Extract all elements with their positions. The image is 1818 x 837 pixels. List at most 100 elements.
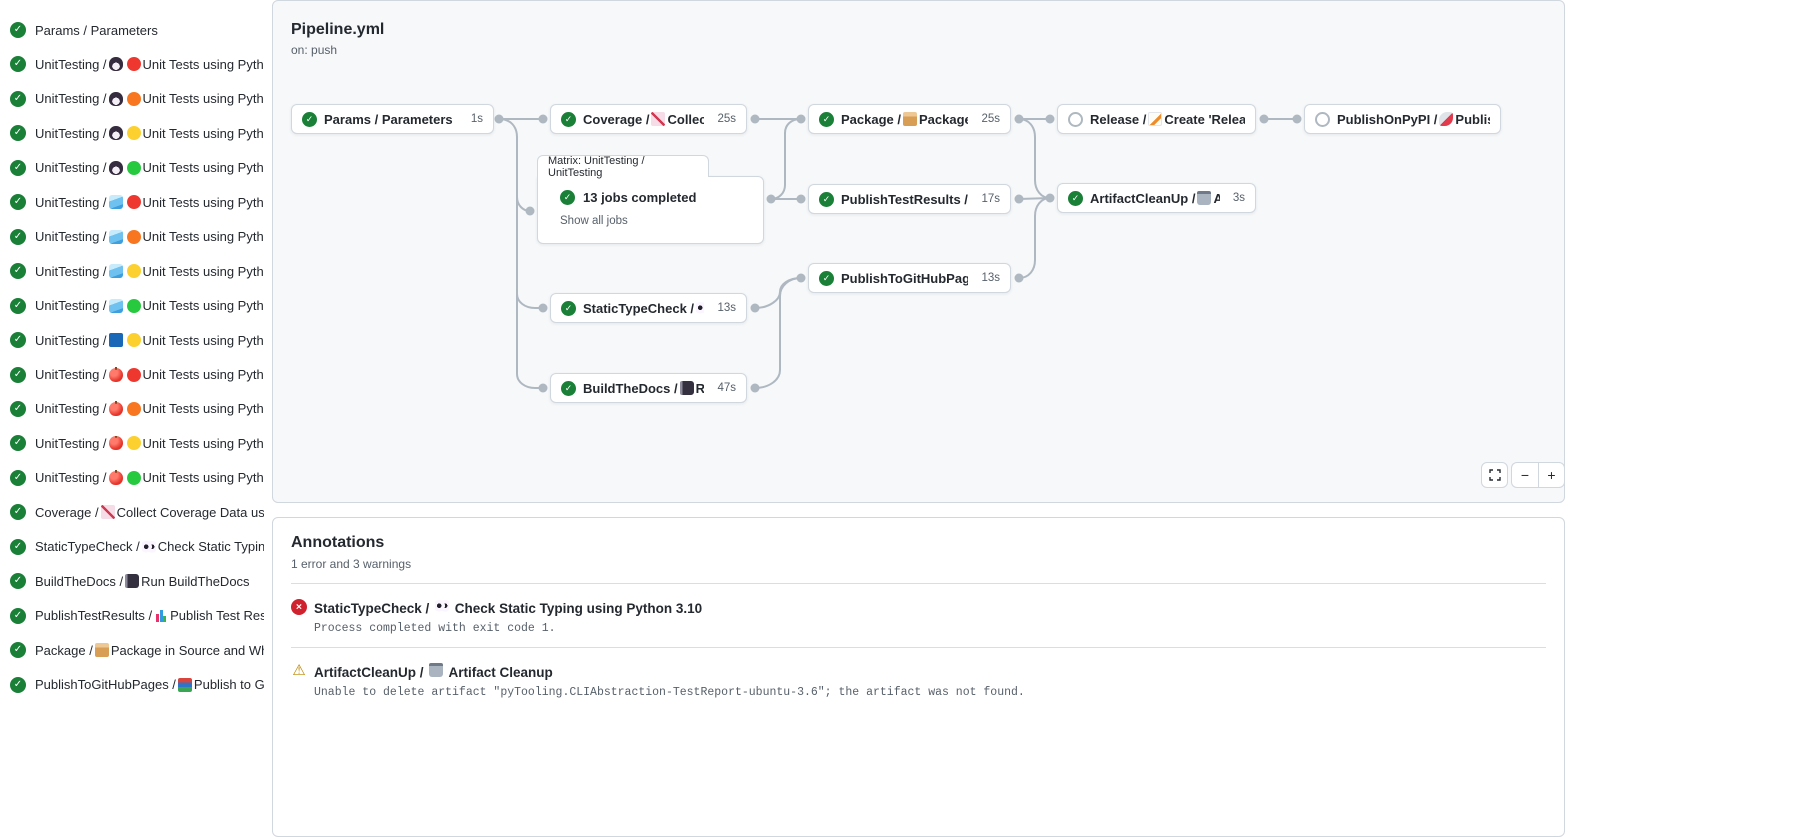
- ice-icon: [108, 195, 123, 210]
- chart-icon: [100, 505, 115, 520]
- job-label: UnitTesting / Unit Tests using Pyth...: [35, 298, 264, 314]
- job-label: BuildTheDocs / Run BuildTheDocs: [35, 573, 250, 589]
- dot-orange-icon: [126, 229, 141, 244]
- ice-icon: [108, 229, 123, 244]
- apple-icon: [108, 435, 123, 451]
- annotations-header: Annotations 1 error and 3 warnings: [291, 518, 1546, 584]
- graph-node-artifactcleanup[interactable]: ArtifactCleanUp / Artifac...3s: [1057, 183, 1256, 213]
- job-label: UnitTesting / Unit Tests using Pyth...: [35, 435, 264, 451]
- success-check-icon: [560, 190, 575, 205]
- graph-node-publishonpypi[interactable]: PublishOnPyPI / Publish to ...: [1304, 104, 1501, 134]
- sidebar-job-item[interactable]: BuildTheDocs / Run BuildTheDocs: [10, 569, 264, 593]
- job-sidebar: Params / ParametersUnitTesting / Unit Te…: [0, 0, 272, 815]
- sidebar-job-item[interactable]: UnitTesting / Unit Tests using Pyth...: [10, 431, 264, 455]
- apple-icon: [108, 470, 123, 485]
- annotation-message: Process completed with exit code 1.: [314, 622, 556, 635]
- job-label: UnitTesting / Unit Tests using Pyth...: [35, 470, 264, 486]
- package-icon: [94, 643, 109, 658]
- sidebar-job-item[interactable]: Coverage / Collect Coverage Data usi...: [10, 500, 264, 524]
- apple-icon: [108, 401, 123, 416]
- success-check-icon: [1068, 190, 1083, 206]
- sidebar-job-item[interactable]: PublishTestResults / Publish Test Resu..…: [10, 604, 264, 628]
- dot-green-icon: [126, 470, 141, 485]
- matrix-group-tab: Matrix: UnitTesting / UnitTesting: [537, 155, 709, 179]
- job-label: Package / Package in So...: [841, 111, 969, 127]
- dot-green-icon: [126, 160, 141, 175]
- job-label: UnitTesting / Unit Tests using Pyth...: [35, 367, 264, 382]
- job-label: PublishTestResults / Publish Test Resu..…: [35, 608, 264, 624]
- job-label: Package / Package in Source and Wh...: [35, 642, 264, 658]
- graph-node-package[interactable]: Package / Package in So... 25s: [808, 104, 1011, 134]
- warning-triangle-icon: [291, 663, 307, 699]
- job-duration: 47s: [717, 382, 736, 394]
- graph-node-publishtogithubpages[interactable]: PublishToGitHubPages / ...13s: [808, 263, 1011, 293]
- job-label: Params / Parameters: [35, 22, 158, 38]
- success-check-icon: [10, 538, 26, 555]
- graph-node-release[interactable]: Release / Create 'Release P...: [1057, 104, 1256, 134]
- apple-icon: [108, 367, 123, 382]
- success-check-icon: [819, 111, 834, 127]
- sidebar-job-item[interactable]: UnitTesting / Unit Tests using Pyth...: [10, 294, 264, 318]
- success-check-icon: [10, 504, 26, 521]
- fullscreen-button[interactable]: [1481, 462, 1508, 488]
- show-all-jobs-link[interactable]: Show all jobs: [560, 215, 628, 227]
- linux-icon: [108, 160, 123, 175]
- workflow-trigger: on: push: [291, 43, 338, 57]
- annotation-job-link[interactable]: ArtifactCleanUp / Artifact Cleanup: [314, 663, 1025, 680]
- sidebar-job-item[interactable]: UnitTesting / Unit Tests using Pyth...: [10, 87, 264, 111]
- dot-red-icon: [126, 57, 141, 72]
- graph-node-publishtestresults[interactable]: PublishTestResults / Pu...17s: [808, 184, 1011, 214]
- job-label: ArtifactCleanUp / Artifac...: [1090, 190, 1220, 206]
- graph-node-buildthedocs[interactable]: BuildTheDocs / Run Buil...47s: [550, 373, 747, 403]
- job-duration: 25s: [981, 113, 1000, 125]
- dot-yellow-icon: [126, 333, 141, 348]
- sidebar-job-item[interactable]: UnitTesting / Unit Tests using Pyth...: [10, 156, 264, 180]
- trash-icon: [1197, 191, 1212, 205]
- chart-icon: [651, 112, 666, 126]
- success-check-icon: [10, 159, 26, 176]
- job-label: ArtifactCleanUp / Artifact Cleanup: [314, 663, 553, 680]
- sidebar-job-item[interactable]: Params / Parameters: [10, 18, 264, 42]
- success-check-icon: [10, 297, 26, 314]
- sidebar-job-item[interactable]: UnitTesting / Unit Tests using Pyth...: [10, 259, 264, 283]
- workflow-graph-panel: Pipeline.yml on: push: [272, 0, 1565, 503]
- graph-node-coverage[interactable]: Coverage / Collect Cove...25s: [550, 104, 747, 134]
- success-check-icon: [10, 400, 26, 417]
- success-check-icon: [10, 90, 26, 107]
- linux-icon: [108, 126, 123, 141]
- sidebar-job-item[interactable]: StaticTypeCheck / Check Static Typing...: [10, 535, 264, 559]
- skipped-circle-icon: [1068, 111, 1083, 127]
- success-check-icon: [10, 125, 26, 142]
- package-icon: [903, 112, 917, 126]
- sidebar-job-item[interactable]: UnitTesting / Unit Tests using Pyth...: [10, 466, 264, 490]
- zoom-in-button[interactable]: +: [1538, 462, 1565, 488]
- workflow-file-title: Pipeline.yml: [291, 21, 385, 38]
- annotation-row-warning: ArtifactCleanUp / Artifact CleanupUnable…: [291, 647, 1546, 711]
- sidebar-job-item[interactable]: UnitTesting / Unit Tests using Pyth...: [10, 225, 264, 249]
- job-label: UnitTesting / Unit Tests using Pyth...: [35, 332, 264, 348]
- sidebar-job-item[interactable]: UnitTesting / Unit Tests using Pyth...: [10, 190, 264, 214]
- sidebar-job-item[interactable]: Package / Package in Source and Wh...: [10, 638, 264, 662]
- job-label: PublishToGitHubPages / ...: [841, 271, 968, 286]
- success-check-icon: [10, 573, 26, 590]
- job-label: Coverage / Collect Cove...: [583, 111, 705, 127]
- annotations-panel: Annotations 1 error and 3 warnings Stati…: [272, 517, 1565, 837]
- graph-node-statictypecheck[interactable]: StaticTypeCheck / Chec...13s: [550, 293, 747, 323]
- eyes-icon: [141, 539, 156, 554]
- annotation-job-link[interactable]: StaticTypeCheck / Check Static Typing us…: [314, 599, 702, 616]
- job-label: PublishToGitHubPages / Publish to G...: [35, 677, 264, 693]
- sidebar-job-item[interactable]: PublishToGitHubPages / Publish to G...: [10, 673, 264, 697]
- graph-edges: [494, 114, 1302, 393]
- sidebar-job-item[interactable]: UnitTesting / Unit Tests using Pyth...: [10, 397, 264, 421]
- matrix-summary-row: 13 jobs completed: [560, 190, 696, 205]
- sidebar-job-item[interactable]: UnitTesting / Unit Tests using Pyth...: [10, 328, 264, 352]
- zoom-out-button[interactable]: −: [1511, 462, 1538, 488]
- job-label: Params / Parameters: [324, 111, 453, 127]
- sidebar-job-item[interactable]: UnitTesting / Unit Tests using Pyth...: [10, 121, 264, 145]
- sidebar-job-item[interactable]: UnitTesting / Unit Tests using Pyth...: [10, 52, 264, 76]
- eyes-icon: [435, 599, 450, 613]
- job-label: StaticTypeCheck / Chec...: [583, 301, 705, 316]
- sidebar-job-item[interactable]: UnitTesting / Unit Tests using Pyth...: [10, 363, 264, 387]
- success-check-icon: [561, 380, 576, 396]
